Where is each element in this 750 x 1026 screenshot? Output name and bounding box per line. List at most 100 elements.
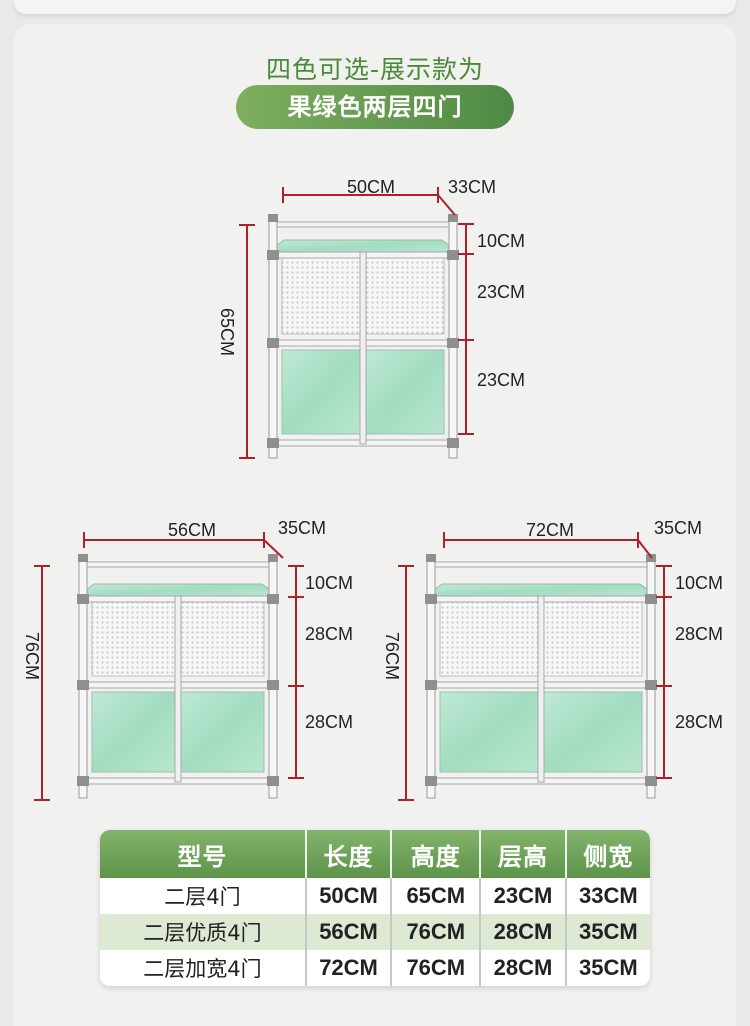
cabinet-72-upper-right-door — [542, 601, 643, 677]
cell-tier-height: 28CM — [481, 950, 567, 986]
cell-side-width: 35CM — [566, 950, 650, 986]
cabinet-56-upper-left-door — [91, 601, 177, 677]
header-tier-height: 层高 — [481, 830, 567, 878]
cabinet-56-height-label: 76CM — [22, 631, 43, 681]
cabinet-56-tier2-label: 28CM — [305, 712, 354, 732]
cabinet-56-top-shelf — [85, 583, 271, 597]
cell-side-width: 33CM — [566, 878, 650, 914]
cabinet-50-top-shelf — [275, 239, 451, 253]
cabinet-72-top-rail — [431, 561, 651, 568]
cabinet-72-depth-label: 35CM — [654, 518, 703, 538]
cabinet-50-depth-label: 33CM — [448, 177, 497, 197]
cell-side-width: 35CM — [566, 914, 650, 950]
cabinet-72-joint-left-0 — [425, 594, 437, 604]
cabinet-72-joint-right-1 — [645, 680, 657, 690]
cabinet-56-depth-label: 35CM — [278, 518, 327, 538]
cabinet-72-depth-line — [637, 539, 653, 559]
cell-model: 二层优质4门 — [100, 914, 307, 950]
cabinet-72-drawing — [425, 554, 657, 799]
cabinet-50-joint-left-2 — [267, 438, 279, 448]
cabinet-72-cap-left — [426, 554, 436, 562]
cell-model: 二层加宽4门 — [100, 950, 307, 986]
cabinet-72-joint-right-2 — [645, 776, 657, 786]
cabinet-50-drawing — [267, 214, 459, 459]
cabinet-72-top-shelf — [433, 583, 649, 597]
cabinet-50-cap-left — [268, 214, 278, 222]
cabinet-56-upper-right-door — [179, 601, 265, 677]
cabinet-56-cap-left — [78, 554, 88, 562]
cell-length: 50CM — [306, 878, 393, 914]
cell-height: 76CM — [392, 950, 482, 986]
cabinet-72-right-post — [646, 555, 656, 799]
header-length: 长度 — [306, 830, 393, 878]
cabinet-50-height-label: 65CM — [217, 307, 238, 357]
cabinet-72-lower-left-door — [439, 691, 540, 773]
table-row: 二层加宽4门 72CM 76CM 28CM 35CM — [100, 950, 650, 986]
cabinet-56-lower-right-door — [179, 691, 265, 773]
cabinet-50-joint-right-1 — [447, 338, 459, 348]
dimension-lines — [34, 187, 672, 801]
color-badge: 果绿色两层四门 — [236, 85, 514, 129]
cabinet-72-upper-left-door — [439, 601, 540, 677]
table-row: 二层4门 50CM 65CM 23CM 33CM — [100, 878, 650, 914]
cabinet-50-joint-right-0 — [447, 250, 459, 260]
cabinet-56-depth-line — [263, 539, 284, 559]
cabinet-56-cap-right — [268, 554, 278, 562]
cabinet-50-top-rail — [273, 221, 453, 228]
cabinet-72-top-gap-label: 10CM — [675, 573, 724, 593]
cabinet-72-left-post — [426, 555, 436, 799]
cabinet-56-right-post — [268, 555, 278, 799]
cabinet-56-joint-left-0 — [77, 594, 89, 604]
header-side-width: 侧宽 — [566, 830, 650, 878]
spec-table: 型号 长度 高度 层高 侧宽 二层4门 50CM 65CM 23CM 33CM … — [100, 830, 650, 986]
cell-height: 76CM — [392, 914, 482, 950]
cabinet-56-joint-right-2 — [267, 776, 279, 786]
cell-model: 二层4门 — [100, 878, 307, 914]
cabinet-50-joint-left-1 — [267, 338, 279, 348]
page-title: 四色可选-展示款为 — [265, 55, 485, 84]
cabinet-50-tier2-label: 23CM — [477, 370, 526, 390]
cabinet-50-upper-right-door — [364, 257, 445, 335]
cabinet-72-tier1-label: 28CM — [675, 624, 724, 644]
cabinet-72-joint-left-1 — [425, 680, 437, 690]
cabinet-50-joint-left-0 — [267, 250, 279, 260]
cabinet-50-width-label: 50CM — [347, 177, 396, 197]
cell-length: 56CM — [306, 914, 393, 950]
cabinet-72-lower-right-door — [542, 691, 643, 773]
cabinet-50-top-gap-label: 10CM — [477, 231, 526, 251]
cabinet-56-width-label: 56CM — [168, 520, 217, 540]
cabinet-72-dimensions — [398, 532, 672, 801]
cabinet-56-lower-left-door — [91, 691, 177, 773]
cabinet-50-upper-left-door — [281, 257, 362, 335]
cabinet-56-joint-left-1 — [77, 680, 89, 690]
cabinet-56-dimensions — [34, 532, 304, 801]
header-model: 型号 — [100, 830, 307, 878]
cabinet-50-tier1-label: 23CM — [477, 282, 526, 302]
cabinet-72-center-post — [537, 595, 545, 783]
cabinet-56-tier1-label: 28CM — [305, 624, 354, 644]
cabinet-50-cap-right — [448, 214, 458, 222]
cabinet-56-joint-right-0 — [267, 594, 279, 604]
cell-tier-height: 23CM — [481, 878, 567, 914]
cabinet-50-depth-line — [437, 194, 456, 216]
cabinet-56-drawing — [77, 554, 279, 799]
cabinet-56-top-gap-label: 10CM — [305, 573, 354, 593]
cabinet-50-dimensions — [239, 187, 474, 459]
header-height: 高度 — [392, 830, 482, 878]
cabinet-50-joint-right-2 — [447, 438, 459, 448]
cabinet-72-tier2-label: 28CM — [675, 712, 724, 732]
cabinet-drawings — [77, 214, 657, 799]
cabinet-72-joint-right-0 — [645, 594, 657, 604]
cabinet-50-lower-right-door — [364, 349, 445, 435]
cabinet-72-joint-left-2 — [425, 776, 437, 786]
cell-height: 65CM — [392, 878, 482, 914]
top-strip — [14, 0, 736, 14]
cabinet-50-lower-left-door — [281, 349, 362, 435]
cabinet-56-top-rail — [83, 561, 273, 568]
cell-length: 72CM — [306, 950, 393, 986]
cabinet-56-left-post — [78, 555, 88, 799]
cabinet-72-height-label: 76CM — [382, 631, 403, 681]
cabinet-72-width-label: 72CM — [526, 520, 575, 540]
